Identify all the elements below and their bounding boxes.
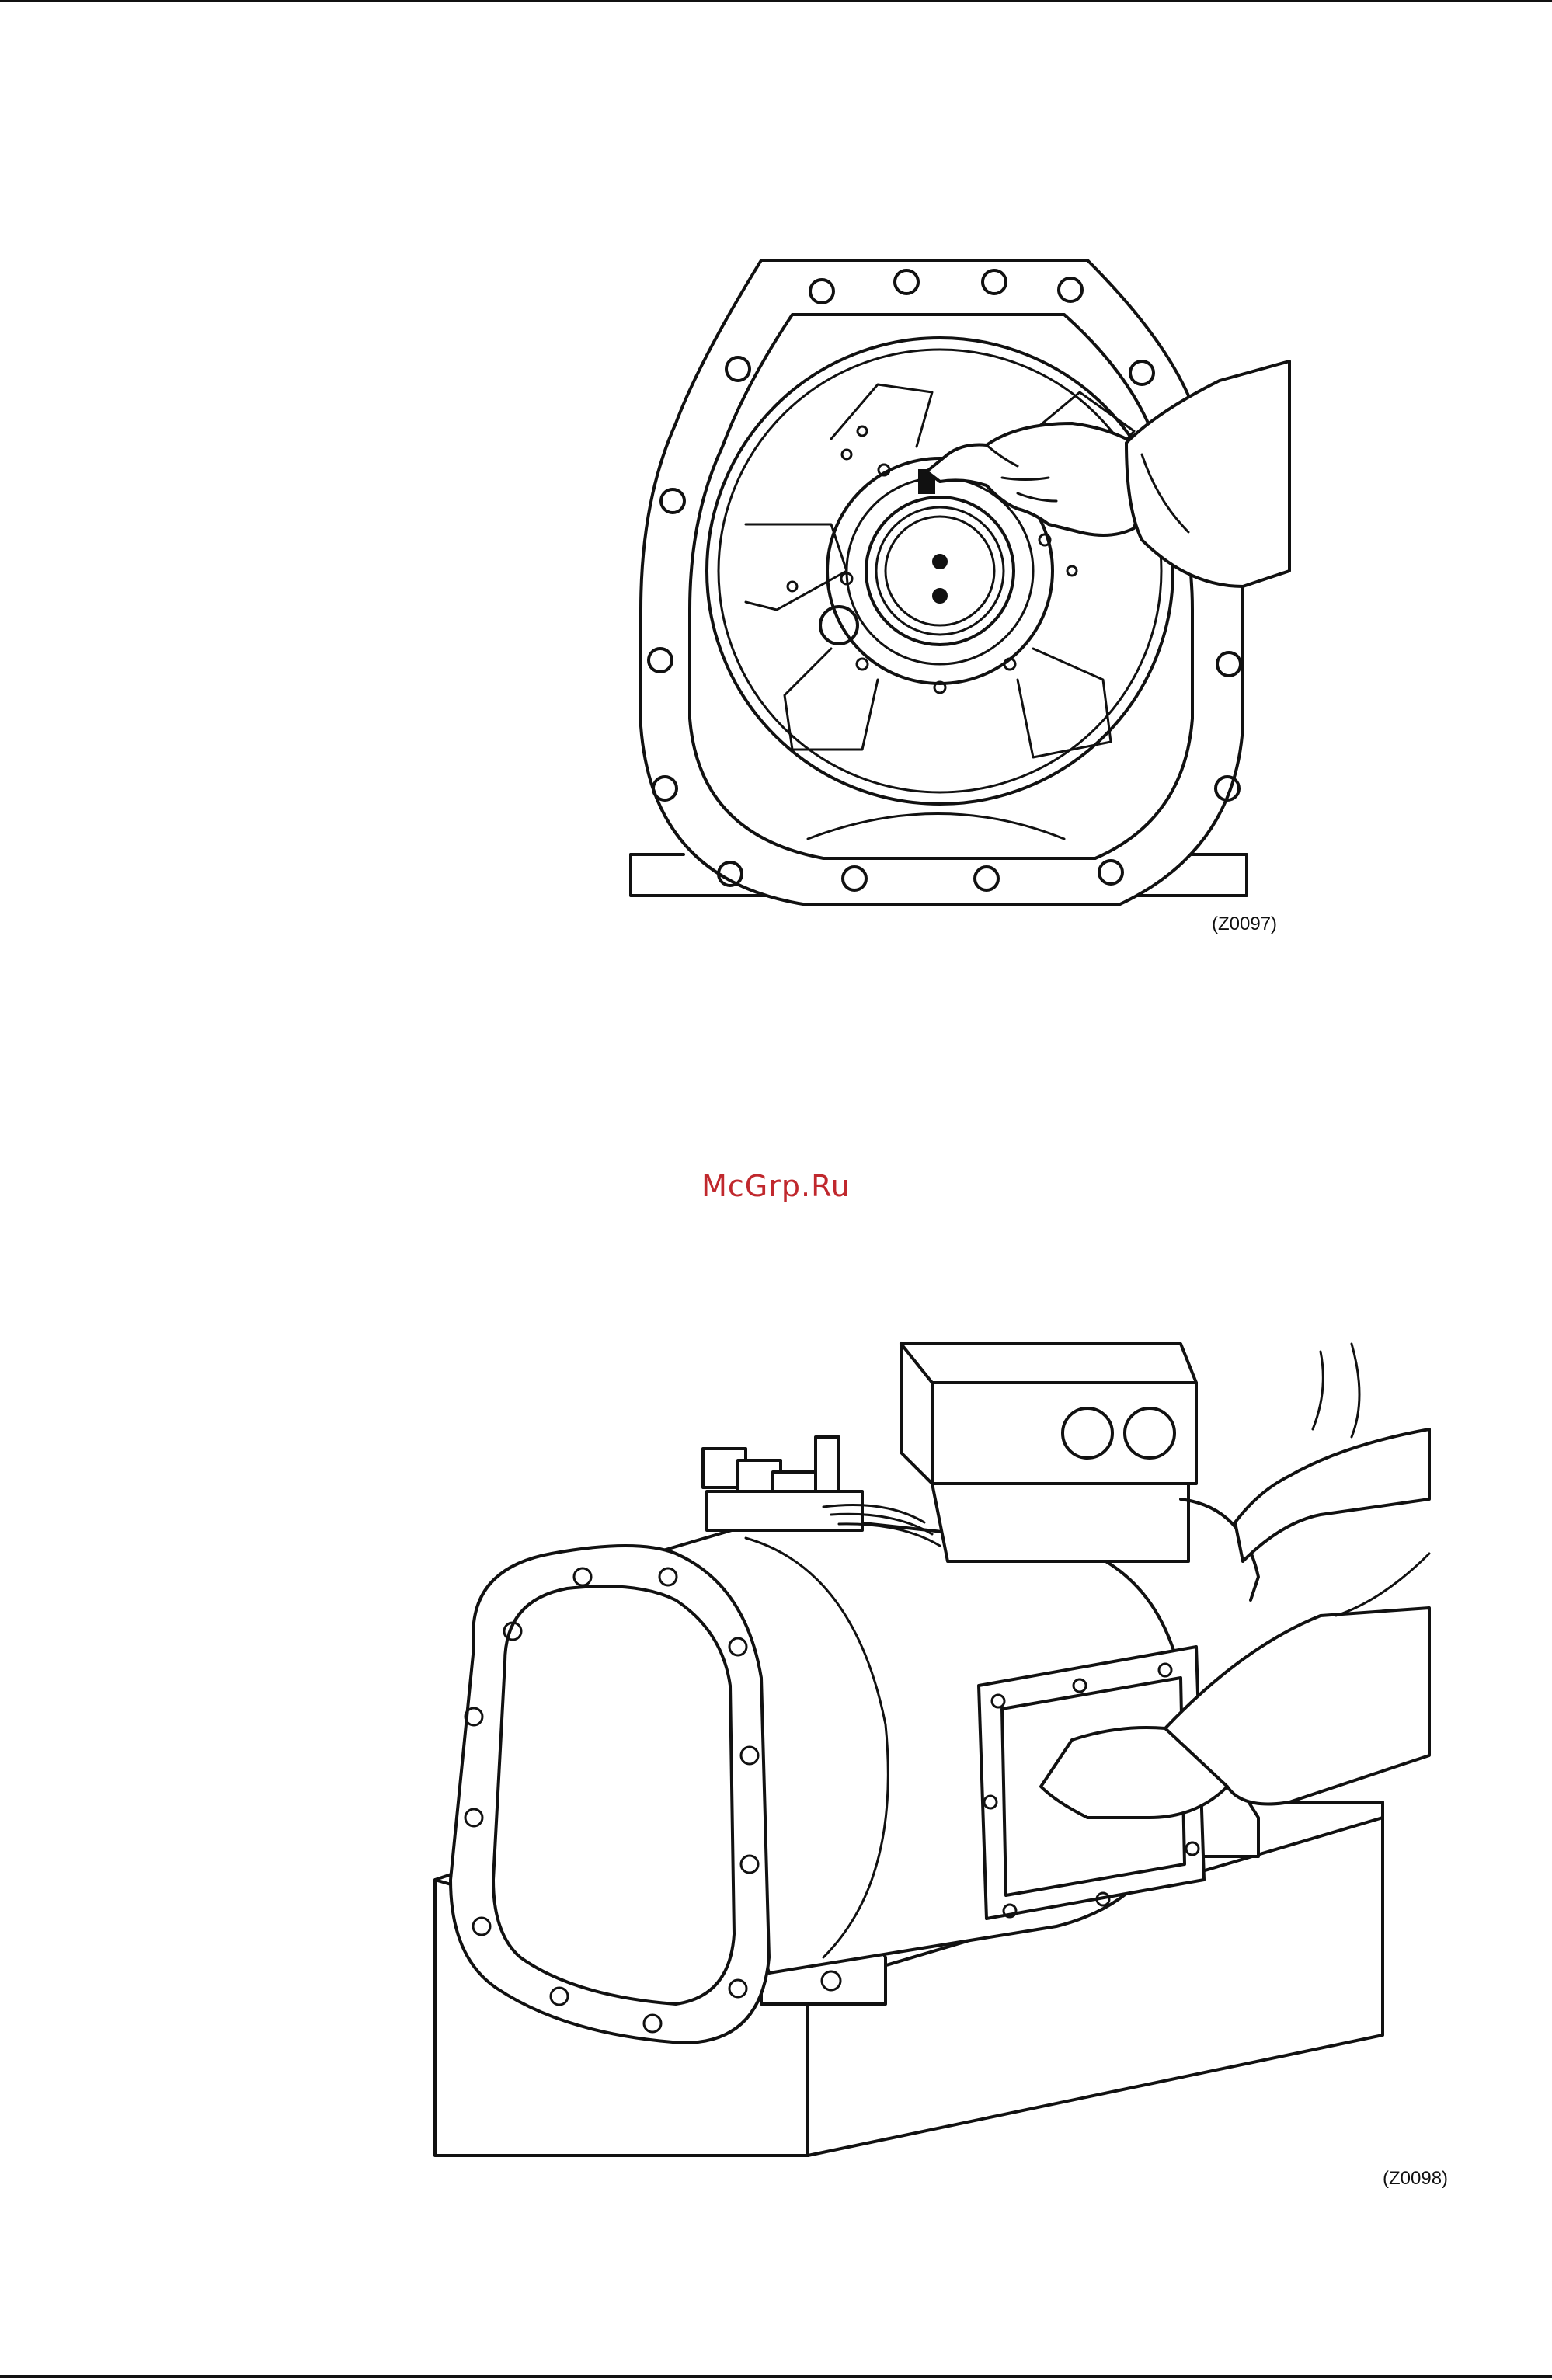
compressor-end-view-drawing: [598, 245, 1297, 944]
top-rule: [0, 0, 1552, 2]
figure-compressor-end-view: [598, 245, 1297, 944]
figure-label-z0098: (Z0098): [1383, 2168, 1448, 2190]
compressor-side-view-drawing: [419, 1320, 1445, 2159]
figure-label-z0097: (Z0097): [1212, 913, 1277, 935]
bottom-rule: [0, 2375, 1552, 2378]
watermark-text: McGrp.Ru: [0, 1169, 1552, 1203]
figure-compressor-side-view: [419, 1320, 1445, 2159]
